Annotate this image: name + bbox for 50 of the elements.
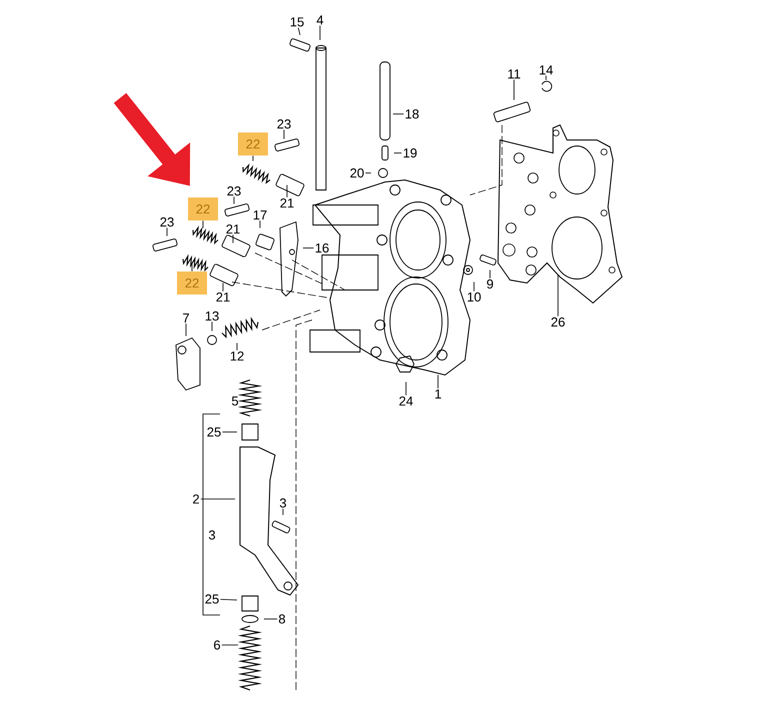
callout-number: 5	[232, 396, 238, 406]
leader-line	[166, 227, 168, 236]
leader-line	[394, 152, 402, 154]
callout-number: 22	[238, 132, 268, 156]
callout-number: 21	[226, 224, 240, 234]
callout-number: 4	[316, 16, 324, 24]
leader-line	[252, 155, 254, 162]
callout-number: 10	[468, 292, 481, 302]
callout-number: 23	[227, 186, 241, 196]
callout-number: 2	[193, 494, 199, 504]
leader-line	[222, 282, 224, 292]
callout-number: 21	[280, 198, 294, 208]
leader-line	[200, 498, 236, 500]
callout-number: 3	[280, 498, 286, 508]
callout-number: 17	[254, 210, 267, 220]
leader-line	[232, 234, 234, 244]
callout-number: 25	[207, 427, 221, 437]
callout-number: 15	[290, 17, 304, 27]
callout-number: 3	[208, 530, 216, 540]
leader-line	[298, 27, 300, 36]
callout-number: 12	[230, 351, 244, 361]
leader-line	[236, 342, 238, 351]
leader-line	[202, 220, 204, 228]
callout-number: 11	[508, 70, 520, 78]
callout-number: 22	[188, 198, 218, 220]
callout-number: 13	[206, 311, 219, 321]
callout-number: 23	[160, 217, 174, 227]
callout-number: 20	[350, 168, 364, 178]
leader-line	[220, 598, 238, 600]
callout-number: 9	[487, 279, 493, 289]
leader-line	[264, 618, 278, 620]
leader-line	[365, 172, 372, 174]
callout-number: 18	[406, 109, 419, 119]
leader-line	[221, 644, 238, 646]
callout-number: 23	[277, 119, 291, 129]
callout-number: 21	[216, 292, 230, 302]
callout-number: 24	[399, 396, 413, 406]
leader-line	[286, 184, 288, 198]
callout-number: 22	[177, 272, 207, 294]
callout-number: 6	[214, 640, 220, 650]
callout-number: 16	[316, 243, 329, 253]
callout-number: 25	[205, 594, 219, 604]
callout-number: 8	[278, 614, 286, 624]
callout-number: 19	[404, 148, 417, 158]
leader-line	[282, 508, 284, 516]
callout-number: 7	[183, 314, 189, 322]
callout-number: 14	[540, 66, 553, 74]
leader-line	[239, 400, 246, 402]
callout-number: 1	[435, 390, 441, 398]
callout-number: 26	[551, 317, 565, 327]
